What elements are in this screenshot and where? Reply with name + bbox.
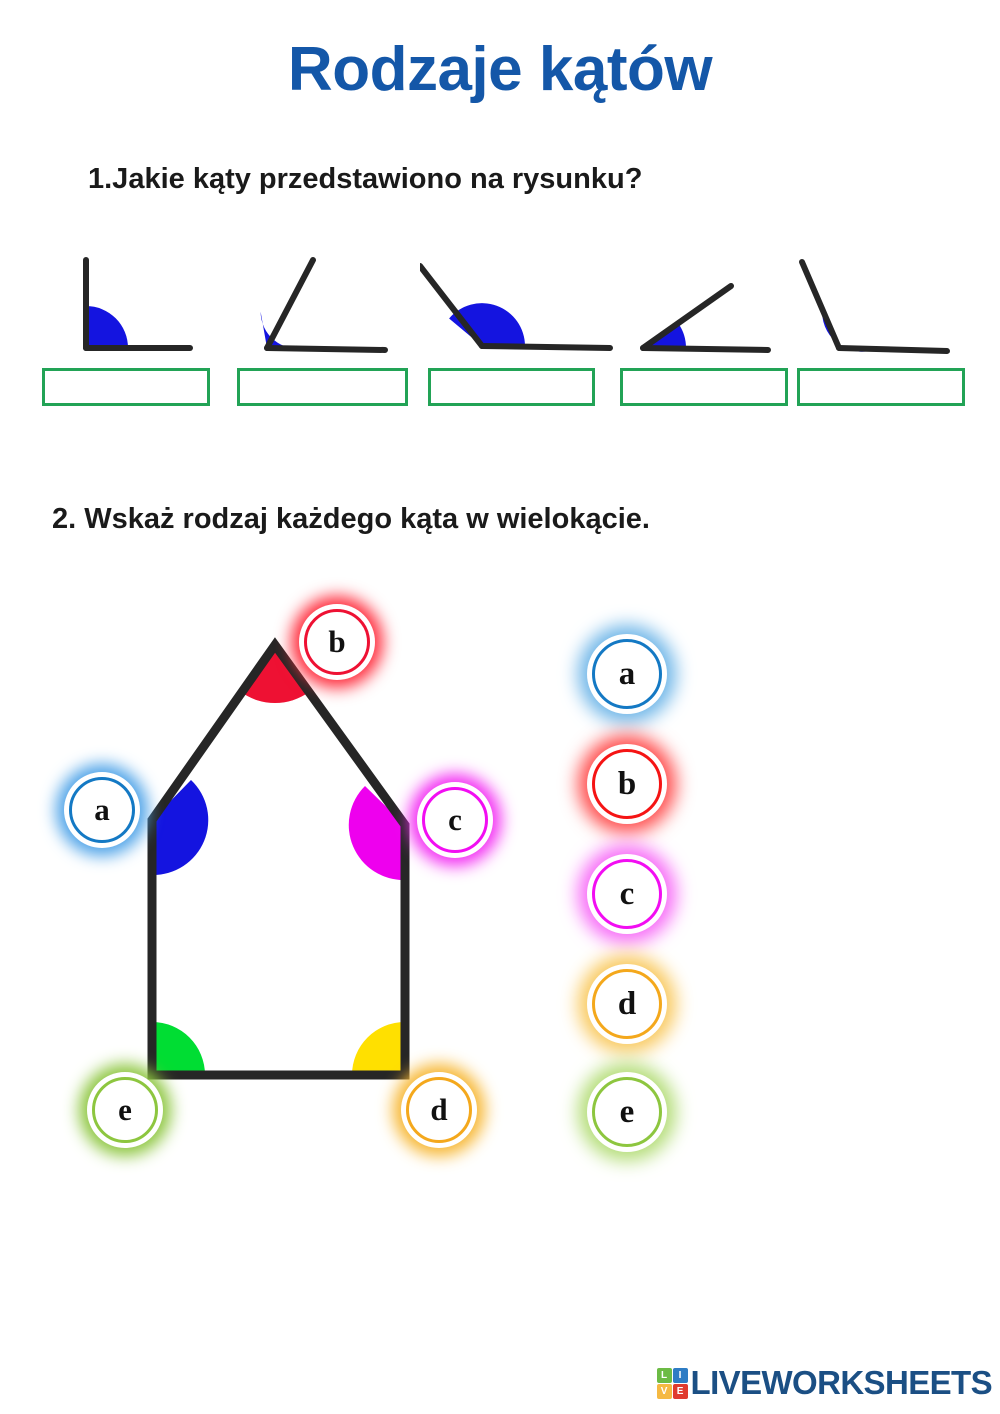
- answer-input-2[interactable]: [237, 368, 408, 406]
- legend-item-e[interactable]: e: [585, 1070, 669, 1154]
- polygon-diagram: b a c d e: [45, 590, 515, 1170]
- logo-tile-e: E: [672, 1383, 688, 1399]
- angle-wedge-b: [241, 645, 309, 704]
- question-1-label: 1.Jakie kąty przedstawiono na rysunku?: [88, 163, 643, 195]
- question-2-label: 2. Wskaż rodzaj każdego kąta w wielokąci…: [52, 503, 650, 535]
- legend-item-a[interactable]: a: [585, 632, 669, 716]
- angle-wedge-a: [152, 780, 209, 876]
- polygon-label-c[interactable]: c: [413, 778, 497, 862]
- legend-item-d[interactable]: d: [585, 962, 669, 1046]
- angle-wedge-e: [152, 1022, 205, 1075]
- liveworksheets-wordmark: LIVEWORKSHEETS: [690, 1364, 993, 1401]
- legend-item-b-label: b: [592, 749, 662, 819]
- angle-figures-row: [0, 248, 1000, 368]
- angle-figure-1-right-angle: [62, 248, 212, 363]
- logo-tile-i: I: [672, 1367, 688, 1383]
- angle-figure-5-obtuse-angle: [797, 248, 967, 363]
- polygon-label-a[interactable]: a: [60, 768, 144, 852]
- liveworksheets-logo[interactable]: L I V E LIVEWORKSHEETS: [656, 1364, 993, 1402]
- logo-tile-l: L: [656, 1367, 672, 1383]
- legend-item-a-label: a: [592, 639, 662, 709]
- answer-input-5[interactable]: [797, 368, 965, 406]
- answer-input-4[interactable]: [620, 368, 788, 406]
- angle-figure-3-obtuse-angle: [420, 248, 620, 363]
- polygon-label-c-text: c: [422, 787, 488, 853]
- page-title: Rodzaje kątów: [287, 35, 713, 104]
- legend-item-b[interactable]: b: [585, 742, 669, 826]
- polygon-label-e-text: e: [92, 1077, 158, 1143]
- angle-wedge-c: [348, 786, 405, 881]
- logo-tile-v: V: [656, 1383, 672, 1399]
- polygon-label-d[interactable]: d: [397, 1068, 481, 1152]
- polygon-label-a-text: a: [69, 777, 135, 843]
- answer-input-3[interactable]: [428, 368, 595, 406]
- polygon-label-b[interactable]: b: [295, 600, 379, 684]
- legend-column: a b c d e: [585, 632, 685, 1162]
- polygon-label-e[interactable]: e: [83, 1068, 167, 1152]
- legend-item-d-label: d: [592, 969, 662, 1039]
- liveworksheets-icon: L I V E: [656, 1367, 688, 1399]
- legend-item-c-label: c: [592, 859, 662, 929]
- legend-item-e-label: e: [592, 1077, 662, 1147]
- polygon-label-b-text: b: [304, 609, 370, 675]
- polygon-label-d-text: d: [406, 1077, 472, 1143]
- angle-figure-2-obtuse-angle: [245, 248, 405, 363]
- angle-figure-4-acute-angle: [628, 248, 788, 363]
- legend-item-c[interactable]: c: [585, 852, 669, 936]
- angle-wedge-d: [352, 1022, 405, 1075]
- answer-input-1[interactable]: [42, 368, 210, 406]
